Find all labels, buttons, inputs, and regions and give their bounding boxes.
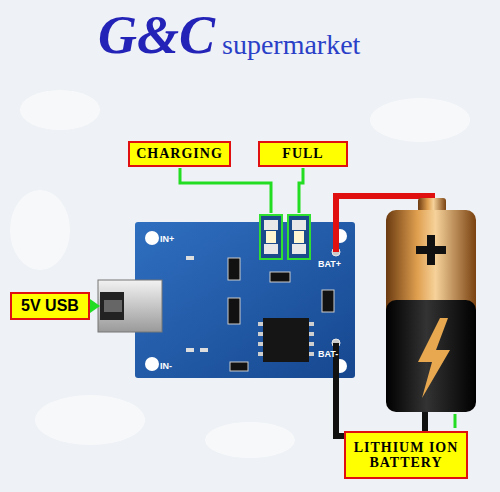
leader-lines <box>92 168 455 428</box>
battery-drawing <box>386 198 476 412</box>
pin-label: IN+ <box>160 235 174 244</box>
charger-ic <box>258 318 314 362</box>
pin-label: IN- <box>160 362 172 371</box>
callout-box: 5V USB <box>10 292 90 320</box>
led-pair <box>260 215 310 259</box>
mounting-holes <box>145 229 347 373</box>
brand-name: supermarket <box>222 31 360 59</box>
mini-usb-connector <box>98 280 162 332</box>
callout-text: CHARGING <box>136 146 223 161</box>
callout-box: FULL <box>258 141 348 167</box>
smd-components <box>186 256 334 371</box>
brand-logo: G&C <box>98 8 215 62</box>
leader-arrowhead <box>90 299 100 313</box>
callout-text: LITHIUM ION BATTERY <box>352 440 460 471</box>
callout-box: CHARGING <box>128 141 231 167</box>
callout-box: LITHIUM ION BATTERY <box>344 431 468 479</box>
pcb-board <box>135 222 355 378</box>
pin-label: BAT+ <box>318 260 341 269</box>
callout-text: FULL <box>282 146 323 161</box>
pin-label: BAT- <box>318 350 338 359</box>
callout-text: 5V USB <box>21 297 79 315</box>
